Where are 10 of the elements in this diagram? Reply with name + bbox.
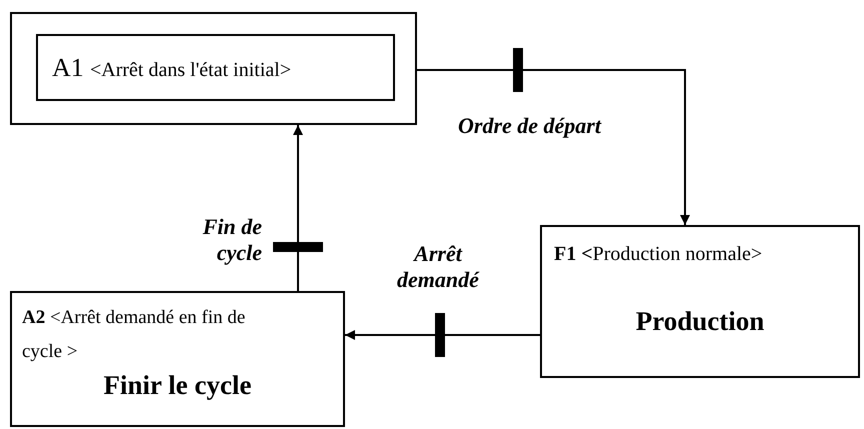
state-code: A1 — [52, 53, 84, 83]
state-title: Production — [634, 305, 766, 337]
state-box — [540, 225, 860, 378]
state-description: F1 <Production normale> — [554, 242, 762, 267]
initial-state-box — [36, 34, 395, 101]
state-box — [10, 291, 345, 427]
state-title: Finir le cycle — [102, 369, 252, 401]
state-description: <Arrêt dans l'état initial> — [90, 58, 292, 83]
state-description: A2 <Arrêt demandé en fin de cycle > — [22, 306, 246, 364]
state-box — [10, 12, 417, 125]
